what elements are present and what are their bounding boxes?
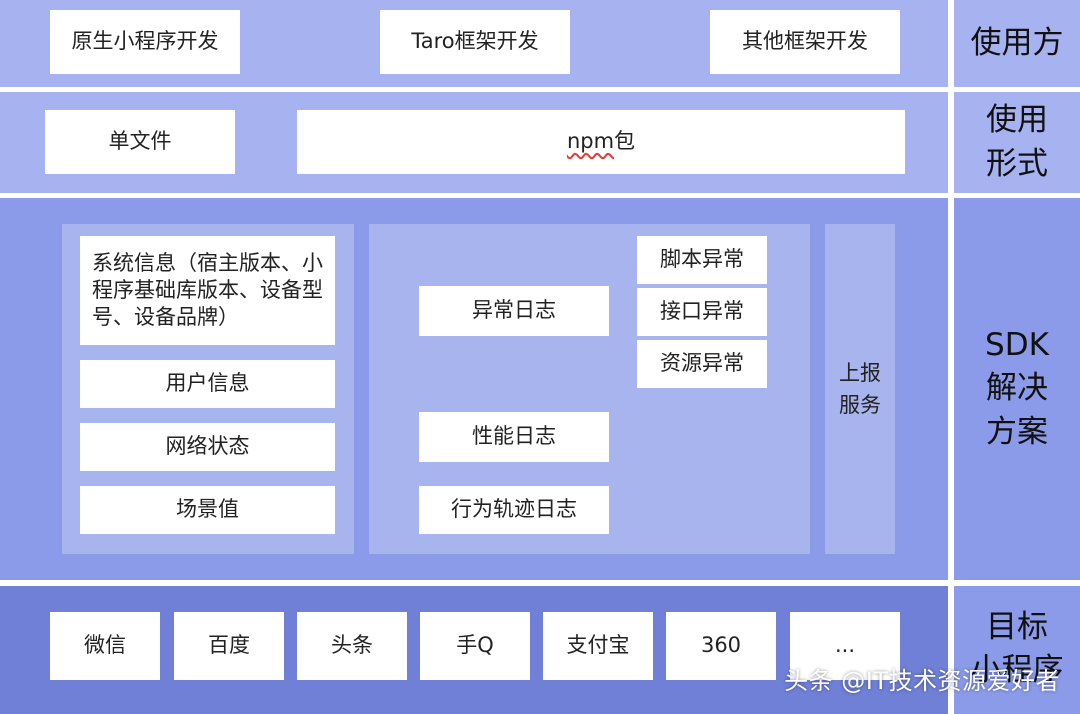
other-framework-box: 其他框架开发 bbox=[710, 10, 900, 74]
behavior-log-box: 行为轨迹日志 bbox=[419, 486, 609, 534]
sdk-side-label: SDK 解决 方案 bbox=[954, 198, 1080, 580]
platform-mobile-qq: 手Q bbox=[420, 612, 530, 680]
targets-side-label: 目标 小程序 bbox=[954, 586, 1080, 714]
npm-text: npm bbox=[566, 129, 615, 154]
platform-360: 360 bbox=[666, 612, 776, 680]
system-info-box: 系统信息（宿主版本、小程序基础库版本、设备型号、设备品牌） bbox=[80, 236, 335, 345]
watermark: 头条 @IT技术资源爱好者 bbox=[784, 667, 1060, 695]
resource-error-box: 资源异常 bbox=[637, 340, 767, 388]
platform-toutiao: 头条 bbox=[297, 612, 407, 680]
script-error-box: 脚本异常 bbox=[637, 236, 767, 284]
platform-wechat: 微信 bbox=[50, 612, 160, 680]
users-side-label: 使用方 bbox=[954, 0, 1080, 87]
native-miniprogram-box: 原生小程序开发 bbox=[50, 10, 240, 74]
error-log-box: 异常日志 bbox=[419, 286, 609, 336]
scene-value-box: 场景值 bbox=[80, 486, 335, 534]
performance-log-box: 性能日志 bbox=[419, 412, 609, 462]
api-error-box: 接口异常 bbox=[637, 288, 767, 336]
platform-baidu: 百度 bbox=[174, 612, 284, 680]
network-status-box: 网络状态 bbox=[80, 423, 335, 471]
form-side-label: 使用 形式 bbox=[954, 92, 1080, 193]
user-info-box: 用户信息 bbox=[80, 360, 335, 408]
single-file-box: 单文件 bbox=[45, 110, 235, 174]
platform-alipay: 支付宝 bbox=[543, 612, 653, 680]
report-service-panel bbox=[825, 224, 895, 554]
platform-more: ... bbox=[790, 612, 900, 680]
report-service-label: 上报 服务 bbox=[839, 361, 881, 417]
package-text: 包 bbox=[614, 129, 636, 154]
taro-framework-box: Taro框架开发 bbox=[380, 10, 570, 74]
